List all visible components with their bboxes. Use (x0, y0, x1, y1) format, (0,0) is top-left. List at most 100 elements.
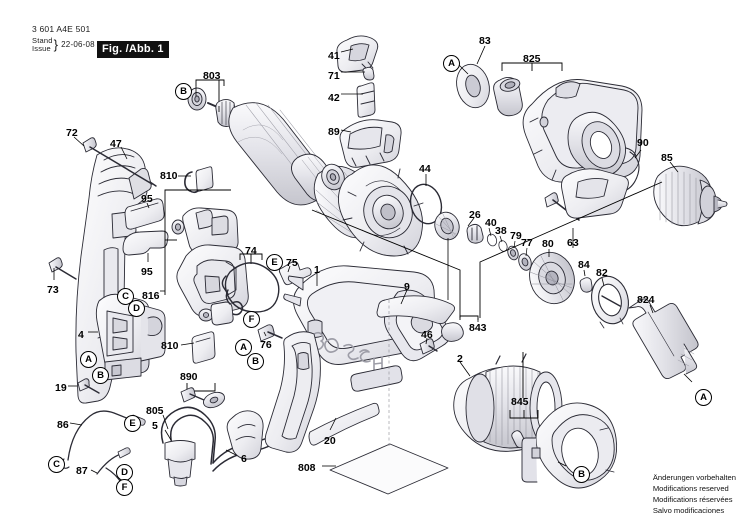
leader-84 (583, 269, 586, 277)
part-plug-6 (164, 440, 196, 487)
leader-20 (329, 417, 337, 431)
circled-letter-f-wire: F (116, 479, 133, 496)
bracket-890 (186, 383, 216, 392)
callout-47: 47 (110, 138, 122, 150)
leader-82 (601, 277, 605, 287)
part-bushing-40 (466, 223, 484, 244)
part-bearing-803-left (187, 87, 207, 111)
part-washer-79 (507, 245, 519, 261)
part-cover-9 (376, 295, 456, 325)
part-clip-810-upper (184, 166, 214, 194)
part-nameplate-808 (329, 443, 449, 495)
callout-89: 89 (328, 126, 340, 138)
callout-90: 90 (637, 137, 649, 149)
leader-805 (162, 414, 169, 430)
circled-letter-f-clamp: F (243, 311, 260, 328)
circled-letter-b-top: B (175, 83, 192, 100)
callout-845: 845 (511, 396, 529, 408)
part-clip-75 (278, 260, 312, 286)
part-cord-sleeve (226, 410, 264, 460)
part-fan-housing-845 (521, 402, 618, 489)
callout-26: 26 (469, 209, 481, 221)
part-pad-95-lower (122, 230, 169, 256)
leader-75 (287, 265, 291, 273)
drawing-header: 3 601 A4E 501 Stand Issue } 22-06-08 (32, 24, 95, 53)
leader-83 (476, 45, 486, 65)
callout-805: 805 (146, 405, 164, 417)
circled-letter-b-bottom: B (573, 466, 590, 483)
callout-87: 87 (76, 465, 88, 477)
callout-80: 80 (542, 238, 554, 250)
circled-letter-b-mid: B (247, 353, 264, 370)
leader-b-bottom (557, 461, 567, 467)
circled-letter-b-switch: B (92, 367, 109, 384)
part-field-stator-2 (453, 353, 563, 452)
leader-46 (425, 337, 428, 345)
part-cover-89 (339, 119, 402, 168)
callout-4: 4 (78, 329, 84, 341)
callout-84: 84 (578, 259, 590, 271)
leader-41 (340, 48, 354, 53)
leader-87 (90, 469, 98, 474)
leader-26 (467, 217, 475, 227)
callout-44: 44 (419, 163, 431, 175)
part-screw-73 (48, 257, 77, 280)
callout-76: 76 (260, 339, 272, 351)
disclaimer-de: Änderungen vorbehalten (652, 473, 736, 482)
part-switch-4 (95, 293, 166, 381)
callout-9: 9 (404, 281, 410, 293)
disclaimer-en: Modifications reserved (652, 484, 729, 493)
circled-letter-a-mid: A (235, 339, 252, 356)
leader-38 (499, 235, 503, 243)
brand-bosch-embossed (313, 331, 383, 371)
part-screw-19 (77, 378, 100, 394)
part-oring-44 (409, 183, 443, 225)
part-screw-76 (257, 324, 283, 342)
callout-75: 75 (286, 257, 298, 269)
leader-85 (669, 161, 679, 173)
leader-72 (73, 136, 85, 147)
leader-a-spindle (683, 373, 693, 383)
circled-letter-e-wire: E (124, 415, 141, 432)
callout-63: 63 (567, 237, 579, 249)
part-small-816-bottom (198, 300, 244, 326)
part-brush-42 (356, 82, 376, 118)
callout-41: 41 (328, 50, 340, 62)
callout-86: 86 (57, 419, 69, 431)
callout-71: 71 (328, 70, 340, 82)
callout-72: 72 (66, 127, 78, 139)
part-bearing-mid (321, 163, 345, 191)
callout-6: 6 (241, 453, 247, 465)
leader-76 (263, 331, 267, 337)
leader-810-lower (180, 342, 195, 346)
part-brush-890 (180, 387, 225, 409)
part-side-handle-base (561, 168, 629, 219)
callout-824: 824 (637, 294, 655, 306)
disclaimer-es: Salvo modificaciones (652, 506, 725, 515)
part-label-20 (308, 402, 380, 446)
callout-42: 42 (328, 92, 340, 104)
part-bearing-825 (493, 77, 523, 117)
part-pad-95-upper (124, 198, 165, 230)
callout-74: 74 (245, 245, 257, 257)
disclaimer-block: Änderungen vorbehalten Modifications res… (653, 472, 736, 516)
part-screw-72 (82, 137, 157, 187)
leader-47 (120, 146, 128, 160)
callout-2: 2 (457, 353, 463, 365)
leader-40 (488, 227, 492, 237)
leader-95-upper (146, 202, 150, 209)
issue-row: Stand Issue } 22-06-08 (32, 37, 95, 53)
part-number: 3 601 A4E 501 (32, 24, 91, 34)
leader-77 (525, 247, 528, 257)
callout-816: 816 (142, 290, 160, 302)
brace-glyph: } (53, 37, 59, 53)
part-clamp-74 (221, 262, 280, 313)
bracket-816 (164, 189, 231, 295)
bracket-825 (501, 62, 563, 71)
callout-1: 1 (314, 264, 320, 276)
callout-20: 20 (324, 435, 336, 447)
callout-95: 95 (141, 266, 153, 278)
stand-issue-labels: Stand Issue (32, 37, 53, 53)
callout-40: 40 (485, 217, 497, 229)
